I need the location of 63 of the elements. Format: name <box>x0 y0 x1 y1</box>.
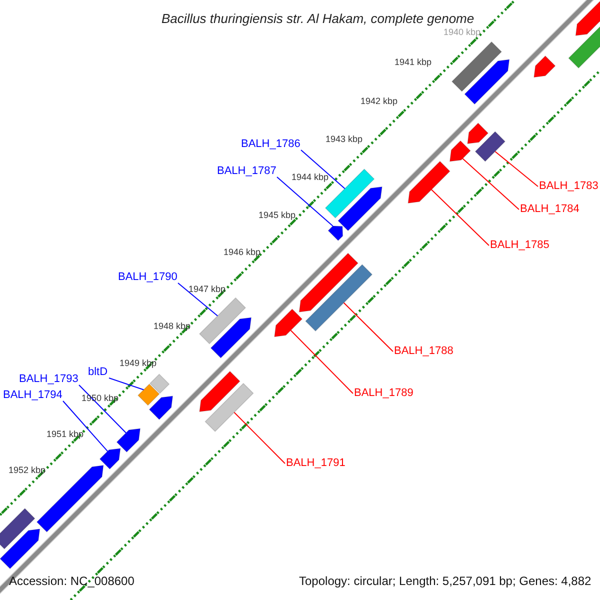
gene-feature <box>210 317 252 358</box>
leader-line <box>276 176 334 227</box>
gene-label: BALH_1785 <box>490 240 550 250</box>
scale-label: 1952 kbp <box>8 466 46 474</box>
gene-feature <box>575 0 600 36</box>
gene-feature <box>298 252 358 312</box>
leader-line <box>430 189 490 246</box>
scale-label: 1941 kbp <box>394 58 432 66</box>
scale-label: 1951 kbp <box>46 430 84 438</box>
scale-label: 1942 kbp <box>360 96 398 106</box>
gene-feature <box>451 41 502 92</box>
leader-line <box>62 400 108 452</box>
gene-label: BALH_1793 <box>19 374 78 385</box>
gene-label: BALH_1790 <box>118 272 178 283</box>
gene-feature <box>534 55 556 78</box>
gene-label: BALH_1786 <box>241 139 300 150</box>
scale-label: 1943 kbp <box>326 134 363 144</box>
diagram-title: Bacillus thuringiensis str. Al Hakam, complete genome <box>162 12 474 24</box>
scale-label: 1946 kbp <box>224 248 261 256</box>
gene-label: BALH_1794 <box>3 390 62 401</box>
leader-line <box>290 330 354 394</box>
gene-feature <box>0 508 36 550</box>
leader-line <box>462 158 520 210</box>
gene-label: BALH_1788 <box>394 346 454 356</box>
gene-feature <box>199 370 240 412</box>
gene-feature <box>99 448 121 470</box>
gene-feature <box>198 297 246 344</box>
gene-feature <box>274 308 303 338</box>
gene-label: BALH_1784 <box>520 204 580 214</box>
gene-label: BALH_1783 <box>539 180 598 192</box>
gene-feature <box>474 131 506 162</box>
leader-line <box>343 302 394 352</box>
scale-label: 1948 kbp <box>154 322 191 330</box>
scale-label: 1947 kbp <box>188 284 226 294</box>
scale-label: 1945 kbp <box>258 210 296 220</box>
gene-label: bltD <box>88 367 108 378</box>
gene-feature <box>464 59 510 105</box>
gene-feature <box>137 384 160 406</box>
genome-summary: Topology: circular; Length: 5,257,091 bp; Genes: 4,882 <box>299 575 592 587</box>
scale-label: 1944 kbp <box>292 172 329 182</box>
gene-feature <box>338 186 382 232</box>
gene-feature <box>116 428 141 453</box>
leader-line <box>78 384 126 434</box>
leader-line <box>178 282 218 316</box>
gene-feature <box>305 264 373 332</box>
gene-label: BALH_1789 <box>354 388 414 398</box>
gene-feature <box>328 226 344 242</box>
leader-line <box>494 150 538 187</box>
gene-feature <box>467 122 489 144</box>
gene-label: BALH_1787 <box>217 166 276 177</box>
leader-line <box>108 378 144 390</box>
scale-label: 1940 kbp <box>444 28 481 36</box>
gene-feature <box>149 374 170 394</box>
leader-line <box>234 412 286 464</box>
accession-label: Accession: NC_008600 <box>9 575 134 587</box>
gene-feature <box>449 140 471 162</box>
gene-feature <box>0 528 40 570</box>
gene-feature <box>408 160 450 204</box>
gene-label: BALH_1791 <box>286 458 346 468</box>
leader-line <box>300 150 346 190</box>
gene-feature <box>204 382 254 432</box>
gene-feature <box>148 396 174 420</box>
scale-label: 1949 kbp <box>120 358 157 368</box>
